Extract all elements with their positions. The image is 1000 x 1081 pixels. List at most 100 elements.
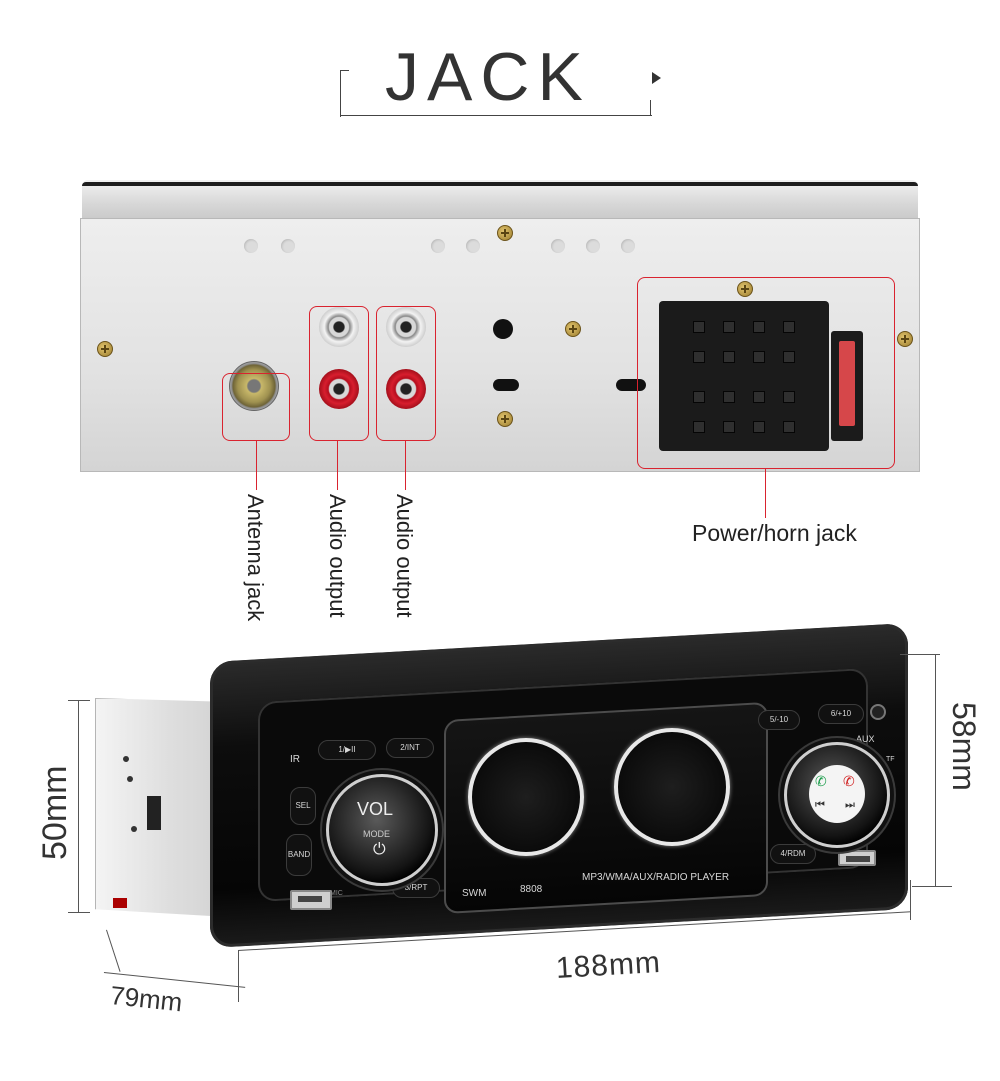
button-3-rpt[interactable]: 3/RPT (392, 878, 440, 898)
button-5-minus10[interactable]: 5/-10 (758, 710, 800, 730)
power-icon: ⏻ (373, 841, 386, 858)
aux-jack[interactable] (870, 704, 886, 720)
cage-hole (123, 756, 129, 762)
dim-width: 188mm (555, 945, 662, 985)
connector-pin (693, 421, 705, 433)
volume-knob[interactable]: VOL MODE ⏻ (326, 774, 438, 886)
mount-hole (493, 319, 513, 339)
power-horn-jack-label: Power/horn jack (692, 520, 857, 546)
vol-label: VOL (357, 799, 394, 819)
rca-jack-white (319, 307, 359, 347)
iso-power-connector (659, 301, 829, 451)
title-bracket-left (340, 70, 349, 117)
vent-hole (431, 239, 445, 253)
connector-pin (723, 421, 735, 433)
call-end-icon: ✆ (843, 773, 855, 789)
rca-jack-red (319, 369, 359, 409)
audio-output-label-1: Audio output (325, 494, 350, 618)
connector-pin (693, 391, 705, 403)
button-band[interactable]: BAND (286, 834, 312, 876)
usb-port[interactable] (290, 890, 332, 910)
rca-jack-white (386, 307, 426, 347)
dim-line-height-right (935, 654, 936, 886)
connector-pin (693, 321, 705, 333)
cage-hole (127, 776, 133, 782)
screw-icon (97, 341, 113, 357)
dim-tick (68, 912, 90, 913)
vent-hole (281, 239, 295, 253)
next-track-icon: ⏭ (845, 799, 855, 811)
cage-hole (131, 826, 137, 832)
prev-track-icon: ⏮ (815, 799, 825, 811)
dim-tick (68, 700, 90, 701)
brand-label: SWM (462, 888, 487, 899)
chassis-face (80, 218, 920, 472)
screw-icon (565, 321, 581, 337)
audio-output-label-2: Audio output (392, 494, 417, 618)
screw-icon (737, 281, 753, 297)
formats-label: MP3/WMA/AUX/RADIO PLAYER (582, 872, 730, 883)
button-sel[interactable]: SEL (290, 787, 316, 825)
rca-jack-red (386, 369, 426, 409)
title-bracket-bottom (340, 115, 652, 116)
mic-label: MIC (330, 890, 343, 897)
mount-slot (616, 379, 646, 391)
power-leader (765, 468, 766, 518)
antenna-jack-label: Antenna jack (243, 494, 268, 622)
rear-panel (80, 180, 920, 472)
dim-tick (910, 880, 911, 920)
vent-hole (551, 239, 565, 253)
vent-hole (586, 239, 600, 253)
connector-pin (783, 351, 795, 363)
dim-tick (912, 886, 952, 887)
mount-slot (493, 379, 519, 391)
dim-height-left: 50mm (36, 765, 74, 860)
button-2-int[interactable]: 2/INT (386, 738, 434, 758)
chassis-top (82, 180, 918, 222)
power-callout (637, 277, 895, 469)
screw-icon (497, 411, 513, 427)
dim-height-right: 58mm (946, 702, 982, 791)
antenna-jack (229, 361, 279, 411)
connector-pin (753, 351, 765, 363)
page-title: JACK (385, 39, 591, 115)
mode-label: MODE (363, 829, 390, 839)
antenna-leader (256, 440, 257, 490)
connector-pin (693, 351, 705, 363)
button-6-plus10[interactable]: 6/+10 (818, 704, 864, 724)
audio-leader-1 (337, 440, 338, 490)
title-bracket-right (650, 100, 651, 116)
button-4-rdm[interactable]: 4/RDM (770, 844, 816, 864)
tf-card-slot[interactable] (838, 850, 876, 866)
phone-knob[interactable]: ✆ ✆ ⏮ ⏭ (784, 742, 890, 848)
call-answer-icon: ✆ (815, 773, 827, 789)
dim-tick (238, 950, 239, 1002)
vent-hole (621, 239, 635, 253)
audio-leader-2 (405, 440, 406, 490)
fuse-holder (831, 331, 863, 441)
audio-callout-1 (309, 306, 369, 441)
phone-knob-face: ✆ ✆ ⏮ ⏭ (809, 765, 865, 823)
connector-pin (783, 421, 795, 433)
ir-label: IR (290, 754, 300, 765)
dim-depth: 79mm (108, 980, 184, 1018)
antenna-callout (222, 373, 290, 441)
connector-pin (723, 321, 735, 333)
connector-pin (723, 351, 735, 363)
title-frame: JACK (340, 39, 661, 117)
cage-tab (113, 898, 127, 908)
connector-pin (783, 321, 795, 333)
display-ring-right (614, 728, 730, 846)
audio-callout-2 (376, 306, 436, 441)
model-label: 8808 (520, 884, 543, 895)
connector-pin (753, 321, 765, 333)
aux-label: AUX (856, 734, 875, 744)
front-panel: 1/▶II 2/INT SEL BAND 3/RPT IR MIC VOL MO… (210, 622, 910, 950)
tf-label: TF (886, 756, 895, 763)
play-arrow-icon (652, 72, 661, 84)
fuse (839, 341, 855, 426)
vent-hole (244, 239, 258, 253)
screw-icon (897, 331, 913, 347)
connector-pin (783, 391, 795, 403)
button-1-play[interactable]: 1/▶II (318, 740, 376, 760)
